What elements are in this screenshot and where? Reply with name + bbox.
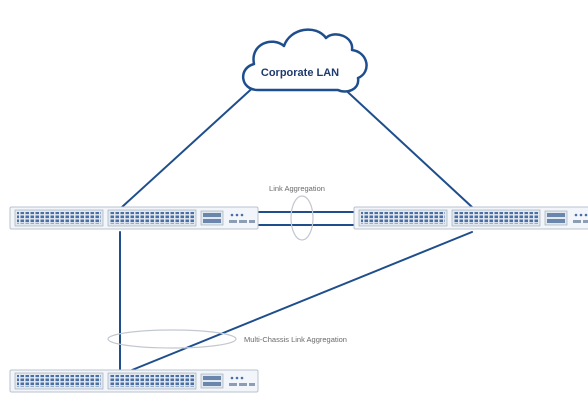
link-cloud-to-right-switch <box>337 82 473 208</box>
switch-bottom <box>9 369 259 393</box>
cloud-icon <box>242 28 368 93</box>
switch-top-right <box>353 206 588 230</box>
switch-top-left <box>9 206 259 230</box>
mc-link-aggregation-label: Multi-Chassis Link Aggregation <box>244 335 347 344</box>
link-cloud-to-left-switch <box>121 82 259 208</box>
network-switch-icon <box>9 206 259 230</box>
network-switch-icon <box>9 369 259 393</box>
network-switch-icon <box>353 206 588 230</box>
cloud-label: Corporate LAN <box>261 67 339 79</box>
links <box>119 82 473 373</box>
corporate-lan-cloud: Corporate LAN <box>242 28 368 93</box>
link-aggregation-group: Link Aggregation <box>269 184 325 241</box>
mc-link-aggregation-group: Multi-Chassis Link Aggregation <box>107 329 347 349</box>
link-aggregation-ring <box>290 195 314 241</box>
mc-link-aggregation-ring <box>107 329 237 349</box>
link-aggregation-label: Link Aggregation <box>269 184 325 193</box>
link-right-switch-to-bottom-switch <box>131 231 473 371</box>
